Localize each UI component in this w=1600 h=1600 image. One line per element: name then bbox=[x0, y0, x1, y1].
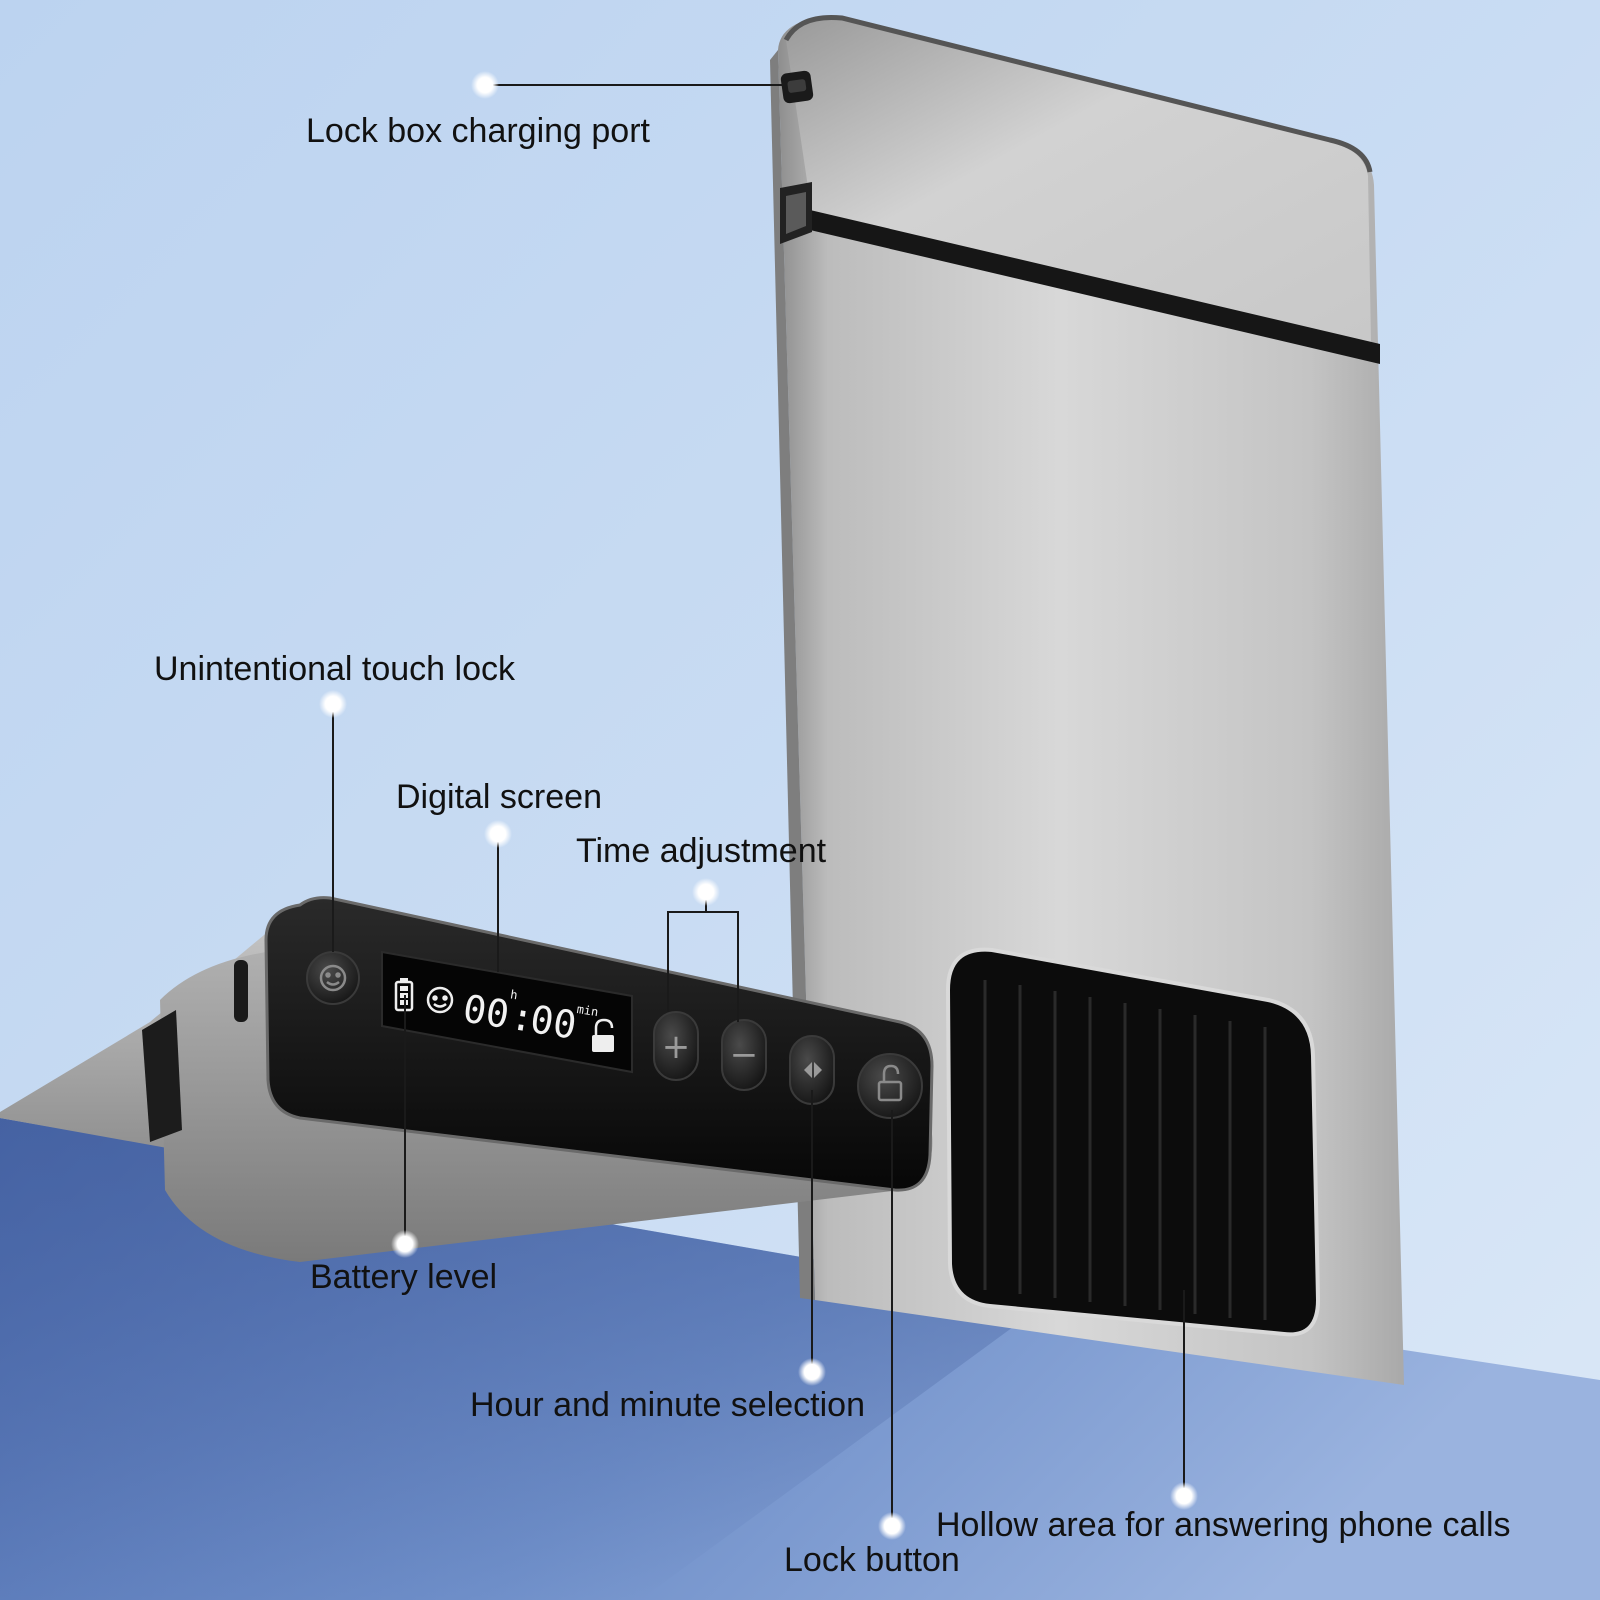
hollow-area-label: Hollow area for answering phone calls bbox=[936, 1506, 1511, 1544]
charging-port-dot bbox=[471, 71, 499, 99]
plus-button[interactable] bbox=[653, 1011, 699, 1081]
screen-lock-icon bbox=[592, 1018, 614, 1052]
hollow-window-ribs bbox=[983, 980, 1267, 1320]
box-top-rim bbox=[783, 14, 1373, 173]
touch-lock-dot bbox=[319, 690, 347, 718]
touch-lock-button[interactable] bbox=[306, 951, 360, 1005]
lying-hinge bbox=[142, 1010, 182, 1142]
side-slot bbox=[234, 960, 248, 1022]
lid-hinge-inner bbox=[786, 192, 806, 234]
lying-device: 00 h : 00 min + − bbox=[0, 896, 934, 1262]
time-readout: 00 h : 00 min bbox=[460, 986, 600, 1048]
minutes-value: 00 bbox=[527, 997, 579, 1048]
lock-button-label: Lock button bbox=[784, 1541, 960, 1579]
time-adjustment-dot bbox=[692, 878, 720, 906]
child-lock-icon bbox=[426, 986, 454, 1014]
lid-seam bbox=[810, 210, 1380, 364]
battery-level-label: Battery level bbox=[310, 1258, 498, 1296]
box-lid bbox=[786, 19, 1371, 343]
hours-value: 00 bbox=[460, 986, 512, 1037]
minus-label: − bbox=[730, 1035, 759, 1075]
lock-button[interactable] bbox=[857, 1053, 923, 1119]
touch-lock-label: Unintentional touch lock bbox=[154, 650, 516, 688]
plus-label: + bbox=[662, 1027, 691, 1067]
hollow-area-dot bbox=[1170, 1482, 1198, 1510]
digital-screen-dot bbox=[484, 820, 512, 848]
face-icon bbox=[319, 964, 347, 992]
digital-screen bbox=[381, 950, 633, 1074]
hollow-window-frame bbox=[945, 947, 1321, 1337]
callout-dots bbox=[319, 71, 1198, 1540]
minus-button[interactable] bbox=[721, 1019, 767, 1091]
hours-unit: h bbox=[509, 987, 518, 1002]
switch-arrows-icon bbox=[804, 1062, 822, 1078]
hour-minute-dot bbox=[798, 1358, 826, 1386]
box-left-edge bbox=[770, 50, 815, 1300]
minutes-unit: min bbox=[576, 1002, 600, 1019]
battery-level-dot bbox=[391, 1230, 419, 1258]
digital-screen-label: Digital screen bbox=[396, 778, 602, 816]
standing-lock-box bbox=[770, 14, 1404, 1385]
callout-lines bbox=[332, 84, 1185, 1526]
unlock-icon bbox=[877, 1064, 903, 1102]
charging-port-hole bbox=[787, 79, 807, 93]
time-adjustment-label: Time adjustment bbox=[576, 832, 827, 870]
lock-button-dot bbox=[878, 1512, 906, 1540]
hour-minute-label: Hour and minute selection bbox=[470, 1386, 866, 1424]
time-adjustment-leader-b bbox=[706, 911, 739, 1022]
charging-port-label: Lock box charging port bbox=[306, 112, 650, 150]
